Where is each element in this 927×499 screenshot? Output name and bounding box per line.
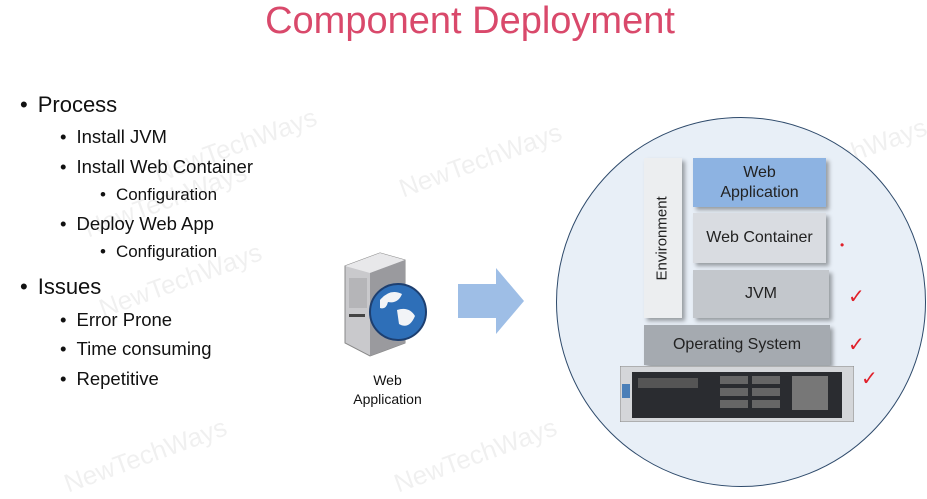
bullet-process: Process xyxy=(20,92,117,118)
bullet-issues: Issues xyxy=(20,274,102,300)
watermark: NewTechWays xyxy=(59,411,231,499)
slide-title: Component Deployment xyxy=(265,0,675,42)
operating-system-label: Operating System xyxy=(672,336,802,353)
bullet-time-consuming: Time consuming xyxy=(60,338,211,360)
web-application-box: Web Application xyxy=(693,158,826,207)
web-application-layer-label: Web Application xyxy=(720,163,799,201)
check-icon: ✓ xyxy=(848,286,865,308)
jvm-box: JVM xyxy=(693,270,829,318)
web-container-box: Web Container xyxy=(693,213,826,263)
bullet-repetitive: Repetitive xyxy=(60,368,158,390)
watermark: NewTechWays xyxy=(389,411,561,499)
bullet-install-jvm: Install JVM xyxy=(60,126,166,148)
bullet-error-prone: Error Prone xyxy=(60,309,172,331)
bullet-install-web-container: Install Web Container xyxy=(60,156,253,178)
bullet-configuration: Configuration xyxy=(100,185,217,205)
watermark: NewTechWays xyxy=(394,116,566,204)
check-icon: ✓ xyxy=(861,368,878,390)
operating-system-box: Operating System xyxy=(644,325,830,365)
bullet-deploy-web-app: Deploy Web App xyxy=(60,213,213,235)
bullet-configuration: Configuration xyxy=(100,242,217,262)
red-dot: • xyxy=(840,238,845,252)
right-arrow xyxy=(458,268,524,334)
rack-server-icon xyxy=(620,366,854,422)
web-server-globe-icon xyxy=(344,252,427,357)
environment-box: Environment xyxy=(644,158,682,318)
environment-label: Environment xyxy=(653,195,671,281)
web-container-label: Web Container xyxy=(706,229,813,246)
web-application-label: Web Application xyxy=(353,372,422,407)
check-icon: ✓ xyxy=(848,334,865,356)
jvm-label: JVM xyxy=(745,285,777,302)
